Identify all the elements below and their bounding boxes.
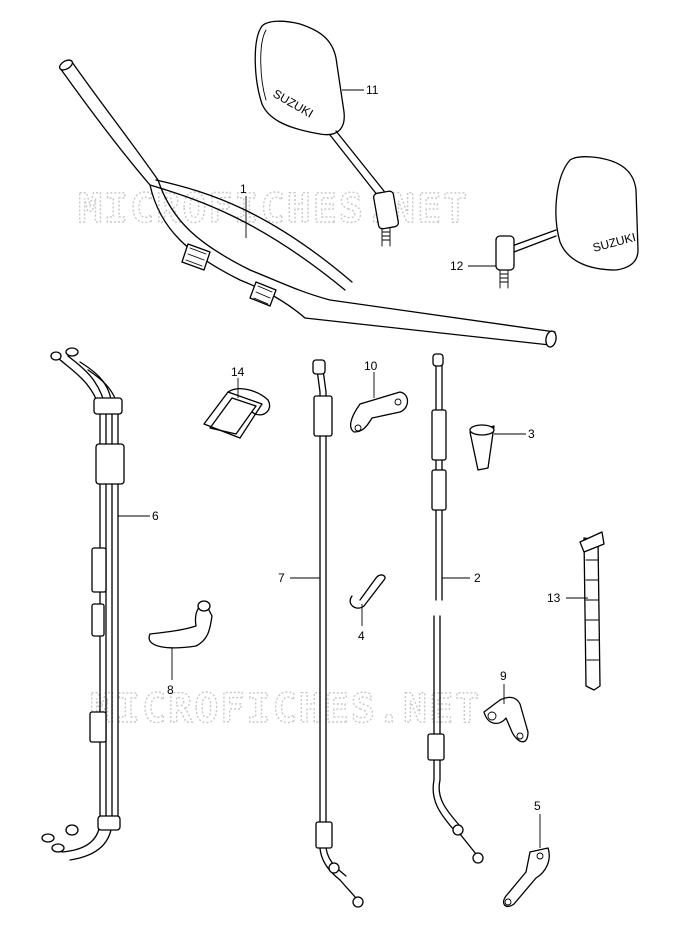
- callout-3: 3: [528, 427, 535, 441]
- handlebar-knurl-right: [249, 281, 277, 307]
- spring-clip-part-4: [349, 574, 386, 609]
- callout-14: 14: [231, 365, 245, 379]
- callouts: 1 2 3 4 5 6 7 8 9 10 11 12 13 14: [118, 83, 588, 848]
- throttle-cables-part-6: [41, 347, 125, 861]
- callout-1: 1: [240, 182, 247, 196]
- cable-part-7: [312, 359, 364, 908]
- wire-clip-part-14: [203, 388, 271, 439]
- bracket-part-9: [483, 696, 529, 743]
- callout-6: 6: [152, 509, 159, 523]
- callout-12: 12: [450, 259, 464, 273]
- cable-guide-part-8: [148, 600, 213, 649]
- watermark-bottom: MICROFICHES.NET: [90, 686, 481, 732]
- cable-part-2: [427, 353, 484, 864]
- callout-8: 8: [167, 683, 174, 697]
- callout-13: 13: [547, 591, 561, 605]
- mirror-left-part-11: SUZUKI: [254, 20, 399, 247]
- callout-11: 11: [366, 83, 379, 97]
- callout-10: 10: [364, 359, 378, 373]
- handlebar-knurl-left: [181, 243, 211, 271]
- mirror-right-part-12: SUZUKI: [495, 156, 639, 289]
- callout-2: 2: [474, 571, 481, 585]
- callout-4: 4: [358, 629, 365, 643]
- callout-5: 5: [534, 799, 541, 813]
- bracket-part-10: [349, 391, 409, 433]
- grip-sleeve-part-3: [469, 424, 495, 471]
- cable-tie-part-13: [579, 531, 605, 691]
- callout-7: 7: [278, 571, 285, 585]
- callout-9: 9: [500, 669, 507, 683]
- stay-part-5: [502, 847, 550, 908]
- handlebar-part-1: [58, 59, 557, 348]
